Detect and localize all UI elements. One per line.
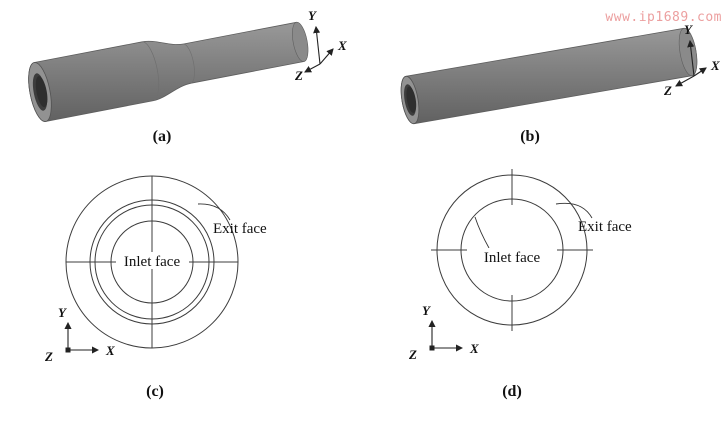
section-c-exit-label: Exit face bbox=[213, 221, 267, 237]
section-d-inlet-label-backing bbox=[476, 248, 549, 265]
axis-b-x-label: X bbox=[710, 58, 720, 73]
section-d-exit-label: Exit face bbox=[578, 219, 632, 235]
section-d-inlet-label: Inlet face bbox=[484, 250, 541, 266]
axis-d-origin-square bbox=[429, 345, 435, 351]
axis-d-z-label: Z bbox=[408, 347, 417, 362]
caption-a: (a) bbox=[153, 128, 172, 145]
axis-d-y-label: Y bbox=[422, 303, 431, 318]
caption-b: (b) bbox=[520, 128, 540, 145]
axis-a-y bbox=[313, 25, 321, 65]
axis-d-x-label: X bbox=[469, 341, 479, 356]
axes-d: Y X Z bbox=[408, 303, 479, 362]
axis-b-z-label: Z bbox=[663, 83, 672, 98]
axis-c-x-label: X bbox=[105, 343, 115, 358]
axis-a-z-label: Z bbox=[294, 68, 303, 83]
axis-b-y bbox=[687, 39, 695, 77]
axis-b-y-label: Y bbox=[684, 22, 693, 37]
axis-c-z-label: Z bbox=[44, 349, 53, 364]
panel-c-section: Inlet face Exit face bbox=[65, 175, 267, 349]
watermark: www.ip1689.com bbox=[605, 10, 722, 25]
cylinder-a-step-contour-2 bbox=[183, 43, 195, 84]
axis-triad-a: Y X Z bbox=[294, 8, 347, 83]
axis-a-x bbox=[319, 48, 334, 65]
axis-a-x-label: X bbox=[337, 38, 347, 53]
axis-c-y-label: Y bbox=[58, 305, 67, 320]
panel-a-model bbox=[28, 21, 309, 122]
section-c-inlet-label: Inlet face bbox=[124, 254, 181, 270]
axis-c-origin-square bbox=[65, 347, 71, 353]
cylinder-a-step-contour-1 bbox=[142, 41, 160, 101]
cylinder-b-bore-depth bbox=[406, 86, 417, 113]
axis-b-z bbox=[675, 75, 695, 87]
panel-d-section: Inlet face Exit face bbox=[431, 169, 632, 331]
section-d-inlet-leader bbox=[474, 216, 490, 249]
axes-c: Y X Z bbox=[44, 305, 115, 364]
cylinder-a-end-cap bbox=[292, 21, 309, 62]
cylinder-b-body bbox=[400, 27, 698, 125]
axis-triad-b: Y X Z bbox=[663, 22, 720, 98]
axis-b-x bbox=[693, 67, 707, 77]
caption-d: (d) bbox=[502, 383, 522, 400]
section-c-inlet-label-backing bbox=[116, 252, 189, 269]
axis-a-z bbox=[304, 63, 321, 73]
section-c-exit-leader bbox=[197, 203, 231, 221]
panel-b-model bbox=[400, 27, 698, 125]
cylinder-a-body bbox=[28, 21, 309, 122]
caption-c: (c) bbox=[146, 383, 164, 400]
cylinder-a-bore-depth bbox=[35, 76, 48, 108]
axis-a-y-label: Y bbox=[308, 8, 317, 23]
section-d-exit-leader bbox=[555, 202, 593, 219]
